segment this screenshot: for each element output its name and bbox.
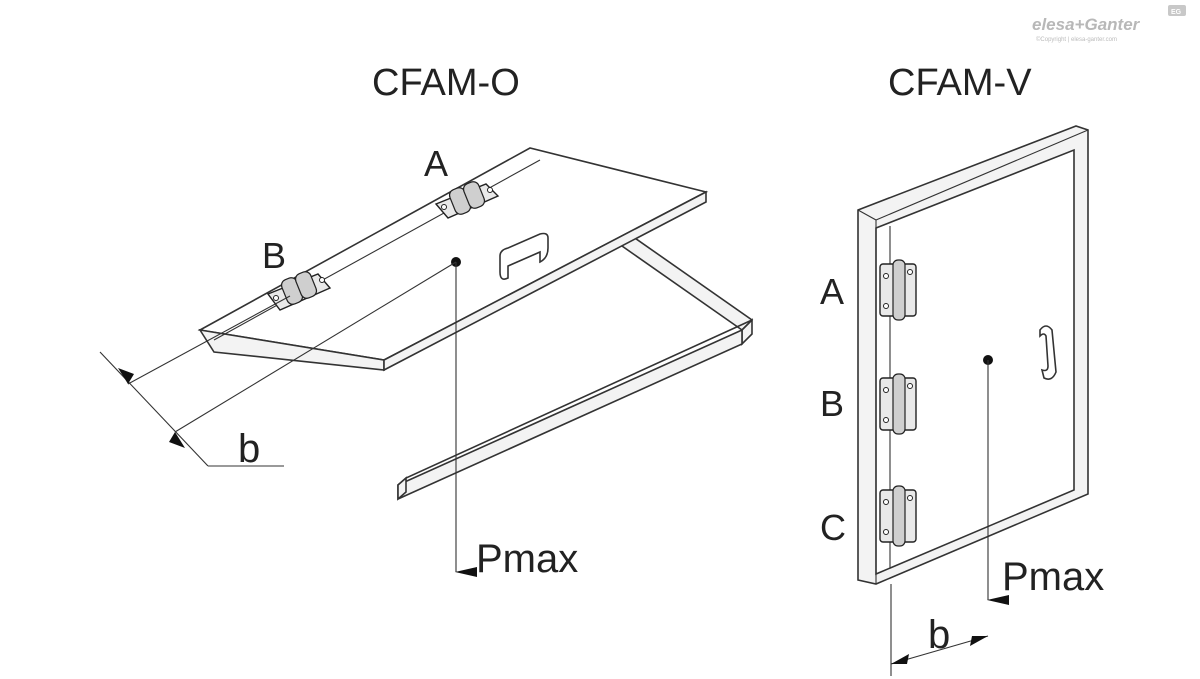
figure-title-cfam-v: CFAM-V: [888, 62, 1032, 104]
door-frame-top-inner: [875, 129, 1089, 221]
lid-handle: [499, 232, 549, 280]
dim-b-arrowhead-right: [970, 636, 988, 646]
load-label-cfam-o: Pmax: [476, 537, 578, 581]
hinge-c-cfam-v: [879, 485, 917, 547]
door-handle: [1039, 325, 1057, 380]
lid-side-edge: [383, 190, 707, 372]
hinge-b-cfam-v: [879, 373, 917, 435]
lid-frame: [397, 234, 754, 501]
brand-copyright: ©Copyright | elesa-ganter.com: [1036, 36, 1117, 43]
load-label-cfam-v: Pmax: [1002, 555, 1104, 599]
dim-b-arrowhead-2: [169, 432, 185, 448]
frame-front-bar: [397, 328, 743, 501]
door-frame: [857, 125, 1089, 585]
dim-b-reference-line: [99, 351, 209, 467]
hinge-a-cfam-o: [434, 181, 500, 219]
distance-label-cfam-o: b: [238, 427, 260, 471]
hinge-b-cfam-o: [266, 271, 332, 311]
brand-name: elesa+Ganter: [1032, 15, 1141, 34]
hinge-a-cfam-v: [879, 259, 917, 321]
dimension-b-cfam-v: [890, 584, 989, 676]
brand-badge: [1168, 5, 1186, 16]
figure-cfam-v: CFAM-V A B: [820, 62, 1104, 676]
lid-panel: [197, 147, 709, 372]
hinge-label-a-cfam-v: A: [820, 271, 844, 312]
frame-side-bar: [620, 234, 754, 332]
frame-front-end: [397, 476, 407, 501]
brand-badge-text: EG: [1171, 9, 1182, 16]
dimension-b-cfam-o: [99, 261, 457, 467]
figure-title-cfam-o: CFAM-O: [372, 62, 520, 104]
hinge-label-b-cfam-v: B: [820, 383, 844, 424]
dim-b-hinge-axis-extension: [127, 295, 291, 385]
hinge-label-c-cfam-v: C: [820, 507, 846, 548]
dim-b-arrowhead-left: [891, 654, 909, 664]
figure-cfam-o: CFAM-O A: [99, 62, 754, 581]
dim-b-cog-extension: [174, 261, 457, 433]
hinge-label-b-cfam-o: B: [262, 235, 286, 276]
brand-logo: elesa+Ganter ©Copyright | elesa-ganter.c…: [1032, 5, 1186, 43]
dim-b-arrowhead-1: [118, 368, 134, 384]
distance-label-cfam-v: b: [928, 613, 950, 657]
hinge-label-a-cfam-o: A: [424, 143, 448, 184]
